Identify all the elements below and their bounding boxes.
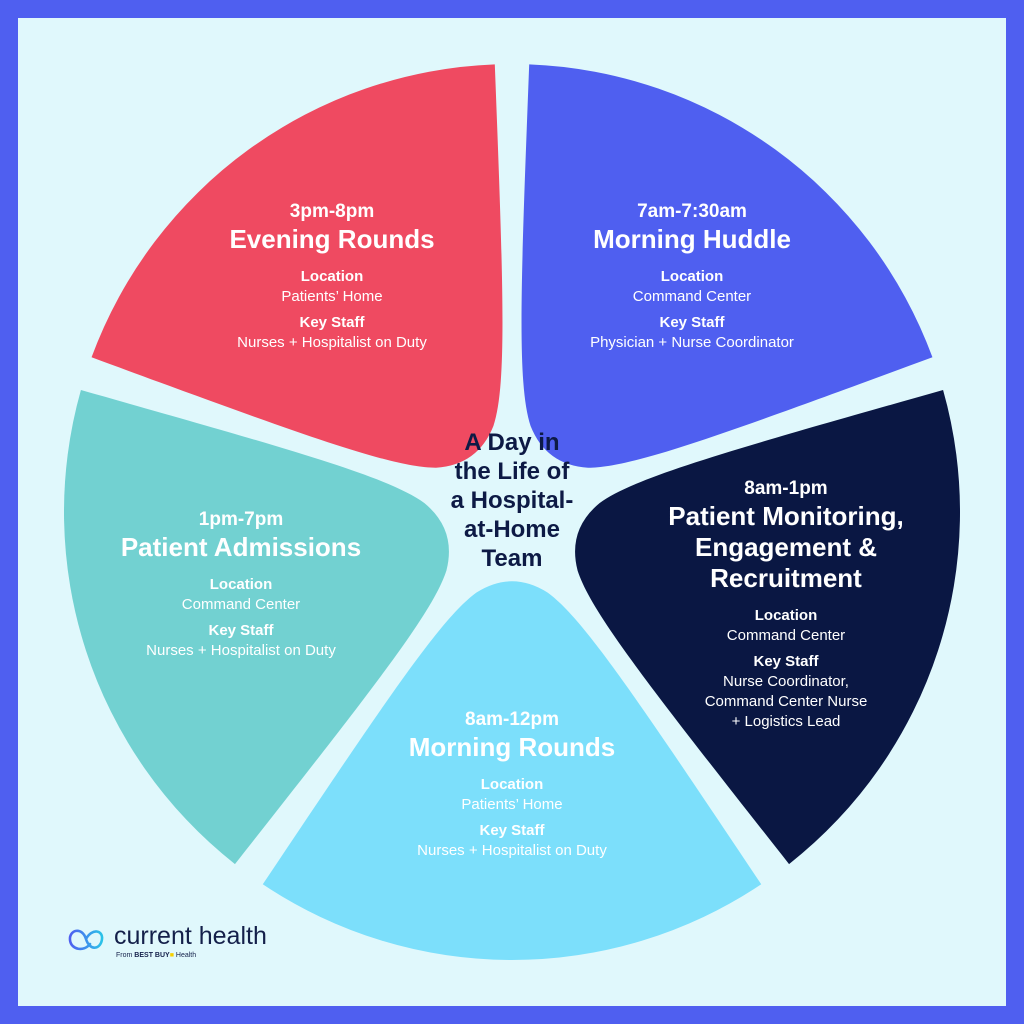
segment-time: 8am-1pm xyxy=(744,478,828,499)
key-staff-label: Key Staff xyxy=(479,822,545,839)
segment-title: Morning Huddle xyxy=(593,224,791,254)
key-staff-value: Nurse Coordinator, Command Center Nurse … xyxy=(704,673,868,730)
key-staff-value: Nurses + Hospitalist on Duty xyxy=(146,642,336,659)
location-label: Location xyxy=(300,268,364,285)
segment-label-morning-rounds: 8am-12pm Morning Rounds Location Patient… xyxy=(347,708,677,867)
key-staff-value: Nurses + Hospitalist on Duty xyxy=(417,842,607,859)
location-value: Command Center xyxy=(181,596,301,613)
segment-title: Evening Rounds xyxy=(229,224,435,254)
segment-morning-rounds xyxy=(262,581,762,961)
segment-label-patient-monitoring: 8am-1pm Patient Monitoring, Engagement &… xyxy=(636,477,936,738)
location-value: Patients’ Home xyxy=(461,796,563,813)
location-value: Patients’ Home xyxy=(281,288,383,305)
key-staff-value: Nurses + Hospitalist on Duty xyxy=(237,334,427,351)
segment-time: 3pm-8pm xyxy=(289,201,375,222)
key-staff-label: Key Staff xyxy=(299,314,365,331)
key-staff-label: Key Staff xyxy=(753,653,819,670)
segment-title: Morning Rounds xyxy=(408,732,616,762)
key-staff-label: Key Staff xyxy=(208,622,274,639)
key-staff-value: Physician + Nurse Coordinator xyxy=(590,334,794,351)
segment-time: 7am-7:30am xyxy=(637,201,747,222)
location-label: Location xyxy=(480,776,544,793)
location-value: Command Center xyxy=(726,627,846,644)
center-title: A Day in the Life of a Hospital- at-Home… xyxy=(450,429,574,572)
current-health-logo-icon xyxy=(68,929,104,951)
location-label: Location xyxy=(660,268,724,285)
segment-evening-rounds xyxy=(91,64,503,468)
segment-label-evening-rounds: 3pm-8pm Evening Rounds Location Patients… xyxy=(167,200,497,359)
location-label: Location xyxy=(209,576,273,593)
current-health-logo: current health From BEST BUY■ Health xyxy=(66,922,306,962)
logo-tagline: From BEST BUY■ Health xyxy=(116,952,197,959)
segment-morning-huddle xyxy=(521,64,933,468)
segment-label-patient-admissions: 1pm-7pm Patient Admissions Location Comm… xyxy=(91,508,391,667)
segment-title: Patient Admissions xyxy=(120,532,362,562)
key-staff-label: Key Staff xyxy=(659,314,725,331)
segment-patient-admissions xyxy=(63,390,449,865)
segment-time: 8am-12pm xyxy=(465,709,559,730)
location-label: Location xyxy=(754,607,818,624)
segment-title: Patient Monitoring, Engagement & Recruit… xyxy=(668,501,904,593)
segment-label-morning-huddle: 7am-7:30am Morning Huddle Location Comma… xyxy=(527,200,857,359)
segment-time: 1pm-7pm xyxy=(198,509,284,530)
logo-wordmark: current health xyxy=(114,922,267,950)
segment-patient-monitoring xyxy=(575,390,960,865)
location-value: Command Center xyxy=(632,288,752,305)
